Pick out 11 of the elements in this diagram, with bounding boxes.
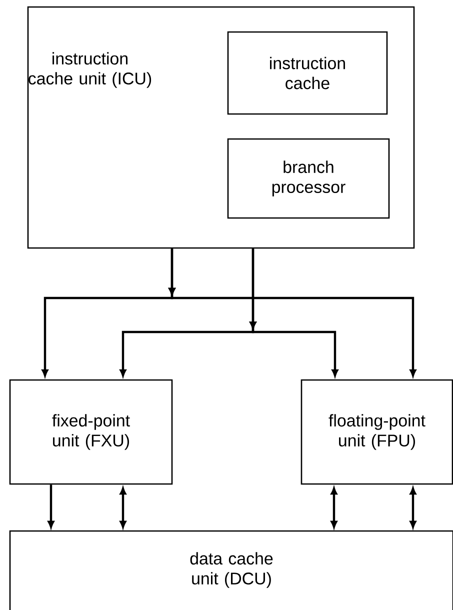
- arrow: [168, 248, 416, 376]
- cache-box: instruction cache: [227, 31, 388, 115]
- arrow: [250, 248, 338, 376]
- unit-box: fixed-point unit (FXU): [9, 379, 173, 485]
- processor-box: branch processor: [227, 138, 390, 219]
- arrow: [410, 488, 416, 528]
- unit-box: floating-point unit (FPU): [300, 379, 453, 485]
- arrow: [48, 484, 54, 528]
- arrow: [120, 488, 126, 528]
- unit-box: data cache unit (DCU): [9, 530, 453, 610]
- arrow: [330, 488, 338, 528]
